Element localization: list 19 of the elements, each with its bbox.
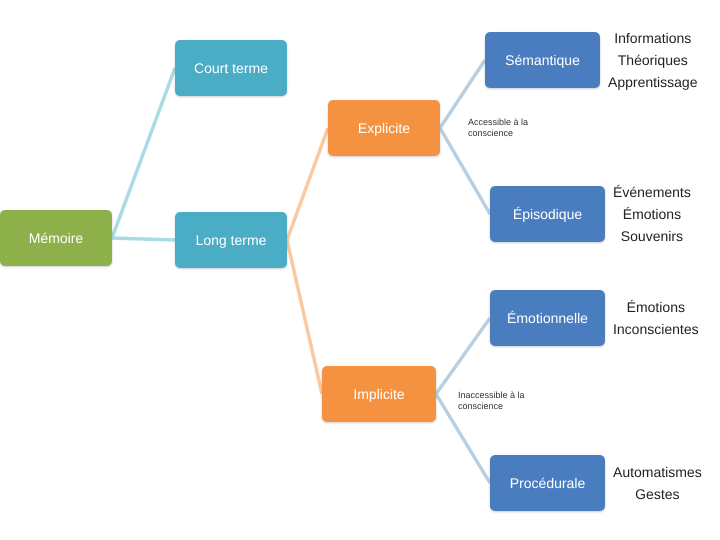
category-box: Mémoire (0, 210, 112, 266)
connector-line (285, 127, 330, 241)
item-list: Émotions Inconscientes (613, 296, 699, 340)
category-box: Implicite (322, 366, 436, 422)
branch-note: Accessible à la conscience (468, 117, 530, 139)
connector-line (112, 236, 176, 242)
item-list: Automatismes Gestes (613, 461, 702, 505)
connector-line (434, 393, 492, 484)
connector-line (110, 67, 177, 239)
connector-line (438, 127, 492, 215)
connector-line (434, 316, 492, 396)
category-box: Long terme (175, 212, 287, 268)
item-list: Événements Émotions Souvenirs (613, 181, 691, 247)
category-box: Court terme (175, 40, 287, 96)
branch-note: Inaccessible à la conscience (458, 390, 526, 412)
connector-line (285, 240, 324, 394)
item-list: Informations Théoriques Apprentissage (608, 27, 698, 93)
connector-line (438, 59, 486, 129)
category-box: Explicite (328, 100, 440, 156)
